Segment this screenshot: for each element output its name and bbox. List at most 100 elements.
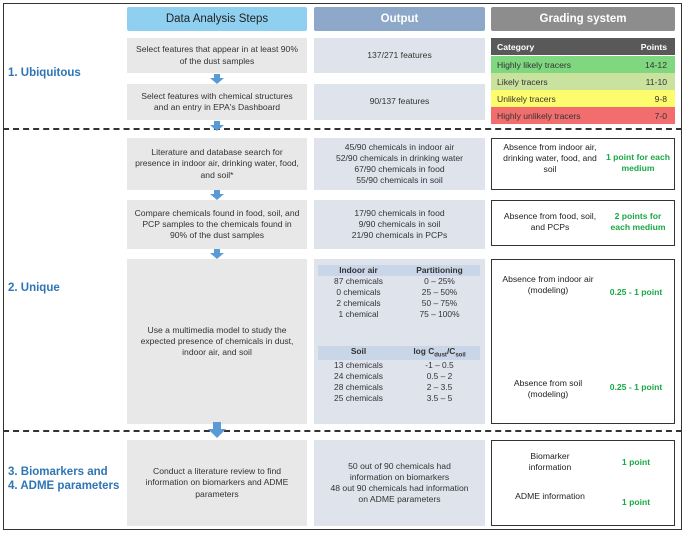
output-1: 137/271 features xyxy=(314,38,485,73)
table-row: 28 chemicals 2 – 3.5 xyxy=(318,382,480,393)
output-6-line: 48 out 90 chemicals had information xyxy=(330,483,469,493)
phase-biomarkers: 3. Biomarkers and 4. ADME parameters xyxy=(8,465,119,494)
output-4-line: 9/90 chemicals in soil xyxy=(358,218,441,229)
header-grading: Grading system xyxy=(491,7,675,31)
grading-media-text: Absence from indoor air, drinking water,… xyxy=(503,142,597,175)
grading-category: Unlikely tracers xyxy=(497,93,556,104)
grading-col-points: Points xyxy=(640,41,667,52)
output-3-line: 45/90 chemicals in indoor air xyxy=(344,141,455,152)
output-5 xyxy=(314,259,485,424)
cell: 24 chemicals xyxy=(334,371,383,382)
down-arrow-icon xyxy=(210,74,224,84)
grading-category: Highly unlikely tracers xyxy=(497,110,581,121)
grading-row-likely: Likely tracers 11-10 xyxy=(491,73,675,90)
separator-1 xyxy=(3,128,682,130)
table-row: 24 chemicals 0.5 – 2 xyxy=(318,371,480,382)
cell: 0 chemicals xyxy=(336,286,381,297)
output-4: 17/90 chemicals in food 9/90 chemicals i… xyxy=(314,200,485,249)
cell: 3.5 – 5 xyxy=(426,393,453,404)
grading-air-model-points: 0.25 - 1 point xyxy=(609,287,663,297)
grading-pcp-text: Absence from food, soil, and PCPs xyxy=(503,211,597,233)
output-1-text: 137/271 features xyxy=(367,49,432,60)
grading-box-biomarkers: Biomarker information 1 point ADME infor… xyxy=(491,440,675,526)
grading-biomarker-text: Biomarker information xyxy=(528,451,572,473)
output-6-line: 50 out of 90 chemicals had xyxy=(348,460,451,471)
grading-box-pcp: Absence from food, soil, and PCPs 2 poin… xyxy=(491,200,675,246)
model-table-soil-header: Soil log Cdust/Csoil xyxy=(318,346,480,361)
grading-col-category: Category xyxy=(497,41,535,52)
phase-ubiquitous: 1. Ubiquitous xyxy=(8,67,81,79)
grading-row-highly-unlikely: Highly unlikely tracers 7-0 xyxy=(491,107,675,124)
grading-row-unlikely: Unlikely tracers 9-8 xyxy=(491,90,675,107)
output-3-line: 67/90 chemicals in food xyxy=(354,164,445,174)
grading-pcp-points: 2 points for each medium xyxy=(610,211,666,233)
cell: 87 chemicals xyxy=(334,275,383,286)
step-5: Use a multimedia model to study the expe… xyxy=(127,259,307,424)
model-table-air: Indoor air Partitioning 87 chemicals 0 – … xyxy=(318,265,480,320)
down-arrow-icon xyxy=(210,121,224,131)
step-6: Conduct a literature review to find info… xyxy=(127,440,307,526)
grading-soil-model-points: 0.25 - 1 point xyxy=(609,382,663,392)
grading-biomarker-points: 1 point xyxy=(621,457,651,467)
subscript-soil: soil xyxy=(455,352,466,359)
slash-label: /C xyxy=(446,346,456,356)
grading-row-highly-likely: Highly likely tracers 14-12 xyxy=(491,56,675,73)
grading-box-media: Absence from indoor air, drinking water,… xyxy=(491,138,675,190)
cell: 25 chemicals xyxy=(334,393,383,404)
step-3: Literature and database search for prese… xyxy=(127,138,307,190)
cell: 0.5 – 2 xyxy=(426,371,453,382)
cell: 1 chemical xyxy=(338,308,379,319)
grading-adme-text: ADME information xyxy=(515,491,585,501)
table-row: 13 chemicals-1 – 0.5 xyxy=(318,360,480,371)
cell: -1 – 0.5 xyxy=(425,360,454,371)
step-4: Compare chemicals found in food, soil, a… xyxy=(127,200,307,249)
figure-border xyxy=(3,3,682,530)
output-6-line: information on biomarkers xyxy=(349,471,450,482)
step-1: Select features that appear in at least … xyxy=(127,38,307,73)
output-6: 50 out of 90 chemicals had information o… xyxy=(314,440,485,526)
table-row: 0 chemicals 25 – 50% xyxy=(318,287,480,298)
grading-box-modeling: Absence from indoor air (modeling) 0.25 … xyxy=(491,259,675,424)
model-col-log-ratio: log Cdust/Csoil xyxy=(399,346,480,360)
model-table-soil: Soil log Cdust/Csoil 13 chemicals-1 – 0.… xyxy=(318,346,480,404)
output-2: 90/137 features xyxy=(314,84,485,120)
cell: 0 – 25% xyxy=(424,275,455,286)
grading-adme-points: 1 point xyxy=(621,497,651,507)
cell: 28 chemicals xyxy=(334,382,383,393)
table-row: 25 chemicals 3.5 – 5 xyxy=(318,393,480,404)
grading-category: Likely tracers xyxy=(497,76,548,87)
output-3-line: 52/90 chemicals in drinking water xyxy=(335,152,464,163)
header-steps: Data Analysis Steps xyxy=(127,7,307,31)
model-table-air-header: Indoor air Partitioning xyxy=(318,265,480,276)
grading-category: Highly likely tracers xyxy=(497,59,572,70)
down-arrow-icon xyxy=(208,422,226,438)
grading-media-points: 1 point for each medium xyxy=(606,152,670,174)
table-row: 87 chemicals 0 – 25% xyxy=(318,276,480,287)
model-col-soil: Soil xyxy=(350,346,367,356)
output-4-line: 21/90 chemicals in PCPs xyxy=(351,230,448,241)
header-output: Output xyxy=(314,7,485,31)
grading-soil-model-text: Absence from soil (modeling) xyxy=(513,378,583,400)
output-2-text: 90/137 features xyxy=(369,96,430,107)
output-6-line: on ADME parameters xyxy=(358,494,441,505)
log-label: log C xyxy=(413,346,435,356)
grading-points: 11-10 xyxy=(645,76,667,87)
cell: 2 – 3.5 xyxy=(426,382,453,393)
subscript-dust: dust xyxy=(434,352,447,359)
step-2: Select features with chemical structures… xyxy=(127,84,307,120)
grading-points: 14-12 xyxy=(645,59,667,70)
output-3-line: 55/90 chemicals in soil xyxy=(356,175,443,186)
phase-unique: 2. Unique xyxy=(8,282,60,294)
grading-points: 7-0 xyxy=(654,110,667,121)
model-col-partitioning: Partitioning xyxy=(416,265,463,275)
output-3: 45/90 chemicals in indoor air 52/90 chem… xyxy=(314,138,485,190)
separator-2 xyxy=(3,430,682,432)
grading-table-header: Category Points xyxy=(491,38,675,55)
grading-air-model-text: Absence from indoor air (modeling) xyxy=(502,274,594,296)
cell: 25 – 50% xyxy=(421,286,458,297)
phase-biomarkers-line1: 3. Biomarkers and xyxy=(8,466,108,478)
grading-points: 9-8 xyxy=(654,93,667,104)
model-col-indoor-air: Indoor air xyxy=(339,265,378,275)
